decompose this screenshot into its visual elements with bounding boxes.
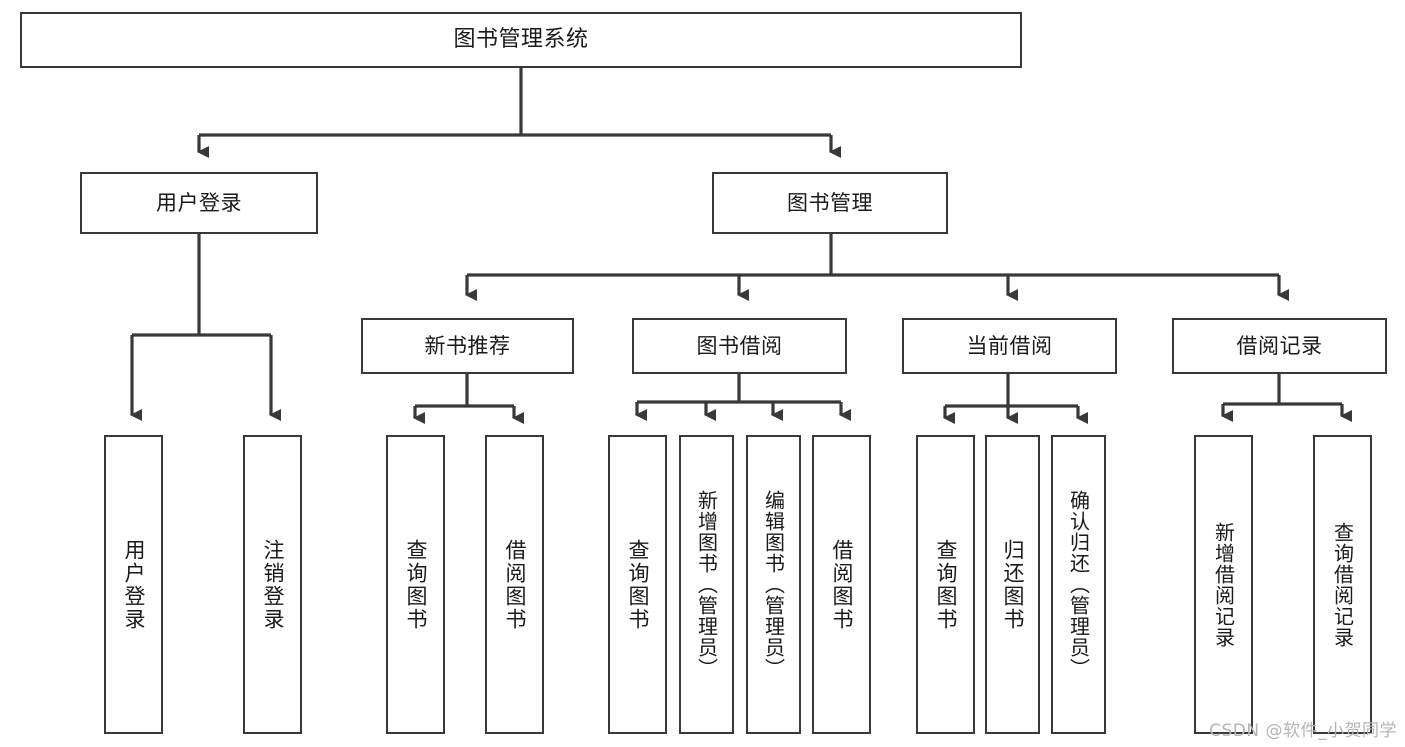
node-label: 用户登录: [156, 190, 242, 215]
node-label: 图书管理系统: [453, 27, 589, 53]
node-leaf-add-borrow-record[interactable]: 新增借阅记录: [1194, 435, 1253, 734]
node-label: 新增借阅记录: [1211, 521, 1236, 648]
node-leaf-query-books-borrow[interactable]: 查询图书: [608, 435, 667, 734]
node-label: 查询图书: [404, 538, 428, 631]
node-leaf-borrow-books-recommend[interactable]: 借阅图书: [485, 435, 544, 734]
node-leaf-user-login[interactable]: 用户登录: [104, 435, 163, 734]
node-label: 借阅图书: [830, 538, 854, 631]
node-new-book-recommend[interactable]: 新书推荐: [361, 318, 574, 374]
node-label: 查询图书: [626, 538, 650, 631]
node-label: 图书管理: [787, 190, 873, 215]
node-label: 用户登录: [122, 538, 146, 631]
node-leaf-borrow-books[interactable]: 借阅图书: [812, 435, 871, 734]
node-leaf-query-books-current[interactable]: 查询图书: [916, 435, 975, 734]
node-leaf-query-books-recommend[interactable]: 查询图书: [386, 435, 445, 734]
node-borrow-records[interactable]: 借阅记录: [1172, 318, 1387, 374]
node-leaf-return-books[interactable]: 归还图书: [985, 435, 1040, 734]
node-root-book-management-system[interactable]: 图书管理系统: [20, 12, 1022, 68]
node-label: 新书推荐: [424, 333, 511, 358]
node-label: 图书借阅: [696, 333, 783, 358]
node-label: 当前借阅: [966, 333, 1053, 358]
csdn-watermark: CSDN @软件_小贺同学: [1209, 721, 1397, 741]
node-current-borrow[interactable]: 当前借阅: [902, 318, 1117, 374]
node-leaf-confirm-return-admin[interactable]: 确认归还（管理员）: [1051, 435, 1106, 734]
node-label: 注销登录: [261, 538, 285, 631]
node-leaf-query-borrow-record[interactable]: 查询借阅记录: [1313, 435, 1372, 734]
node-label: 查询借阅记录: [1330, 521, 1355, 648]
node-leaf-add-book-admin[interactable]: 新增图书（管理员）: [679, 435, 734, 734]
node-book-borrow[interactable]: 图书借阅: [632, 318, 847, 374]
node-label: 查询图书: [934, 538, 958, 631]
node-label: 编辑图书（管理员）: [761, 490, 786, 679]
node-label: 归还图书: [1001, 538, 1025, 631]
node-book-management[interactable]: 图书管理: [712, 172, 948, 234]
node-label: 确认归还（管理员）: [1066, 490, 1091, 679]
node-user-login[interactable]: 用户登录: [80, 172, 318, 234]
node-label: 借阅图书: [503, 538, 527, 631]
node-label: 借阅记录: [1236, 333, 1323, 358]
node-leaf-edit-book-admin[interactable]: 编辑图书（管理员）: [746, 435, 801, 734]
node-label: 新增图书（管理员）: [694, 490, 719, 679]
node-leaf-logout-login[interactable]: 注销登录: [243, 435, 302, 734]
